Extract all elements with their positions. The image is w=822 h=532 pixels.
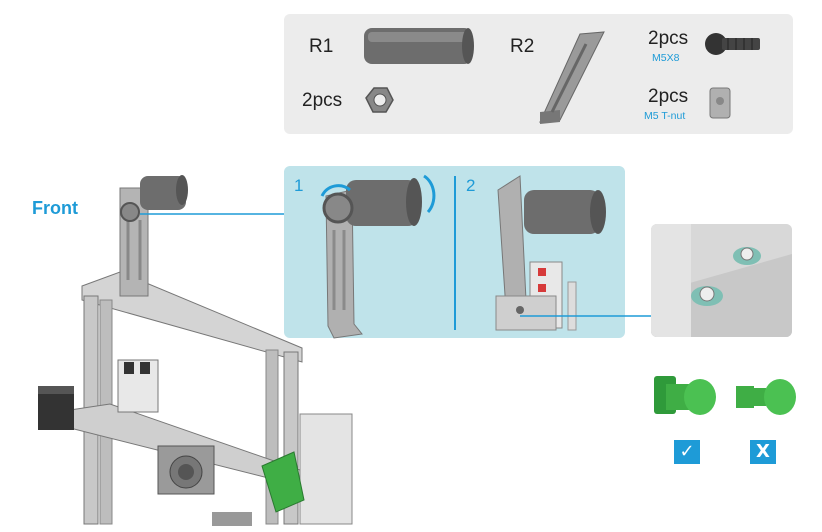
nut-quantity: 2pcs [302, 90, 343, 111]
step-1-number: 1 [294, 176, 304, 195]
t-nut-illustration [709, 87, 731, 119]
spool-bracket-illustration [539, 31, 605, 124]
rotate-arrow-icon [320, 184, 351, 197]
t-nut-detail-view [651, 224, 792, 337]
r1-label: R1 [309, 36, 334, 57]
screw-quantity: 2pcs [648, 28, 689, 49]
t-nut-correct-illustration [654, 376, 716, 415]
spool-tube-illustration [364, 28, 474, 64]
step-1-illustration [320, 174, 436, 339]
cross-icon: X [750, 440, 776, 464]
screw-spec: M5X8 [652, 52, 680, 64]
t-nut-spec: M5 T-nut [644, 110, 686, 122]
t-nut-wrong-illustration [736, 379, 796, 415]
r2-label: R2 [510, 36, 535, 57]
printer-frame-illustration [38, 175, 353, 526]
rotate-arrow-icon [423, 174, 436, 214]
screw-illustration [705, 33, 760, 55]
step-2-number: 2 [466, 176, 476, 195]
front-label: Front [32, 198, 78, 218]
check-icon: ✓ [674, 440, 700, 464]
step-divider [454, 176, 456, 330]
t-nut-quantity: 2pcs [648, 86, 689, 107]
hex-nut-illustration [365, 87, 394, 113]
step-2-illustration [495, 175, 606, 331]
